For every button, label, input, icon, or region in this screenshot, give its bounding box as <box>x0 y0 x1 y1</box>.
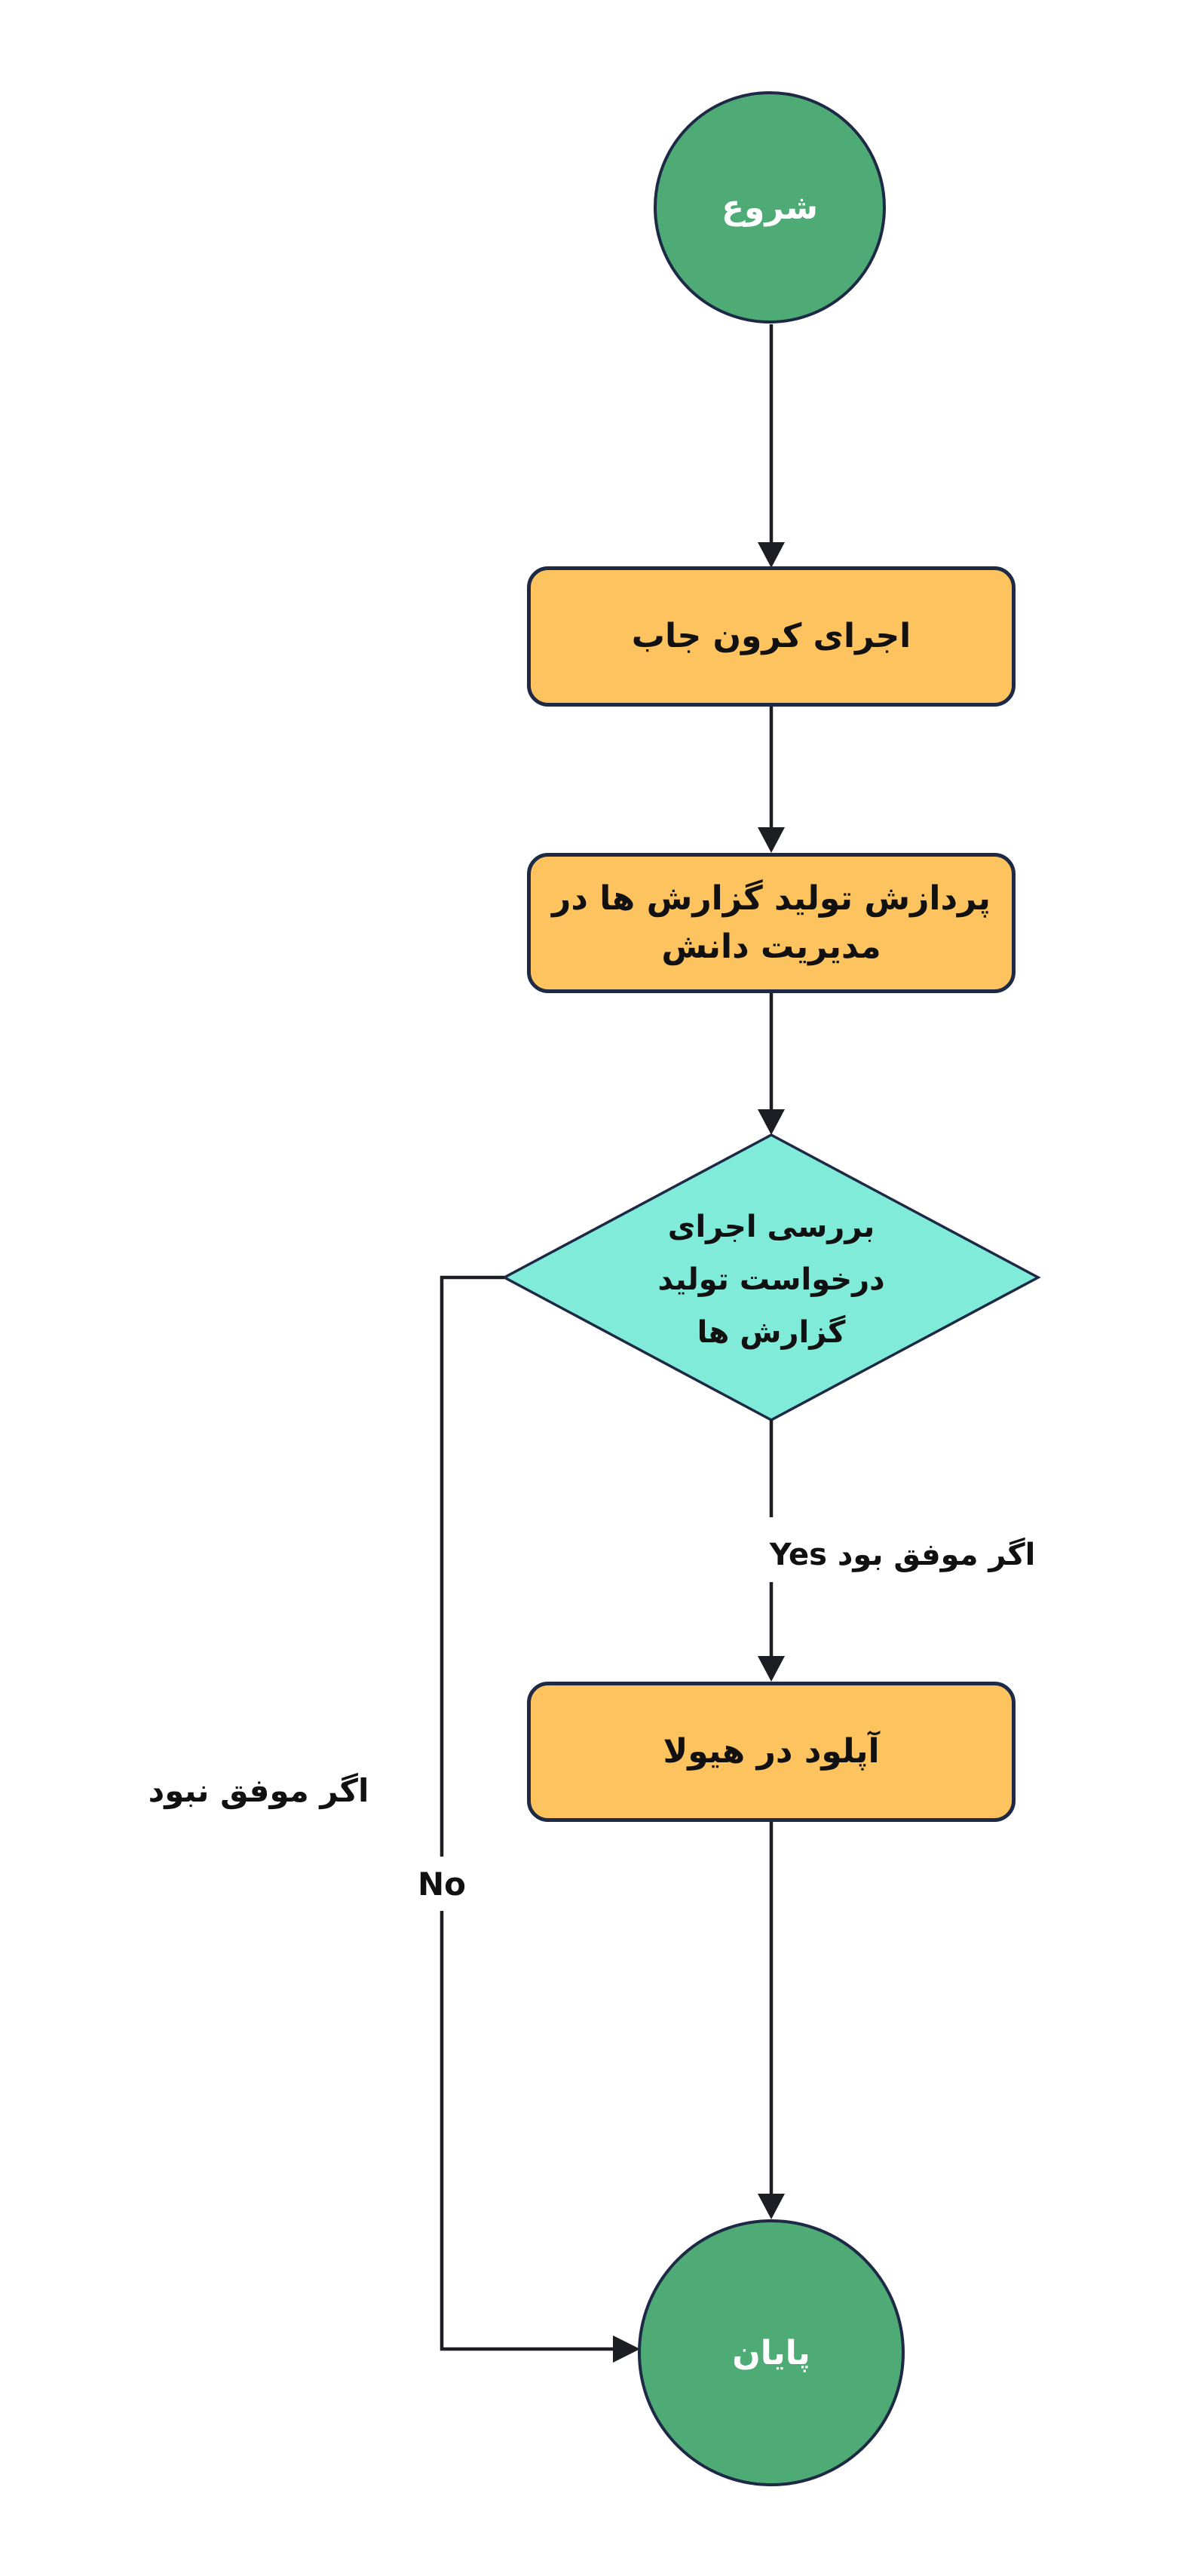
edge-check-end-no <box>440 1275 614 2351</box>
cron-label: اجرای کرون جاب <box>631 617 911 655</box>
decision-label-line3: گزارش ها <box>697 1315 846 1350</box>
edge-label-no: No <box>417 1865 466 1903</box>
end-label: پایان <box>732 2333 810 2372</box>
arrowhead-down-icon <box>758 1109 785 1135</box>
arrowhead-right-icon <box>613 2335 640 2363</box>
node-end-terminator: پایان <box>638 2219 905 2486</box>
edge-label-if-not-successful: اگر موفق نبود <box>148 1771 369 1809</box>
process-label-line2: مدیریت دانش <box>661 928 881 966</box>
arrowhead-down-icon <box>758 2194 785 2219</box>
arrowhead-down-icon <box>758 1656 785 1682</box>
node-start-terminator: شروع <box>654 91 886 324</box>
decision-label-line1: بررسی اجرای <box>667 1210 875 1244</box>
edge-label-yes: اگر موفق بود Yes <box>769 1538 1036 1572</box>
node-process-report-generation: پردازش تولید گزارش ها در مدیریت دانش <box>527 853 1016 993</box>
start-label: شروع <box>721 188 819 227</box>
process-label-line1: پردازش تولید گزارش ها در <box>552 879 991 918</box>
node-run-cron-job: اجرای کرون جاب <box>527 566 1016 707</box>
node-check-decision-label: بررسی اجرای درخواست تولید گزارش ها <box>583 1189 960 1370</box>
upload-label: آپلود در هیولا <box>663 1732 880 1771</box>
decision-label-line2: درخواست تولید <box>657 1262 885 1297</box>
node-upload-to-hayula: آپلود در هیولا <box>527 1682 1016 1822</box>
arrowhead-down-icon <box>758 542 785 568</box>
arrowhead-down-icon <box>758 827 785 853</box>
